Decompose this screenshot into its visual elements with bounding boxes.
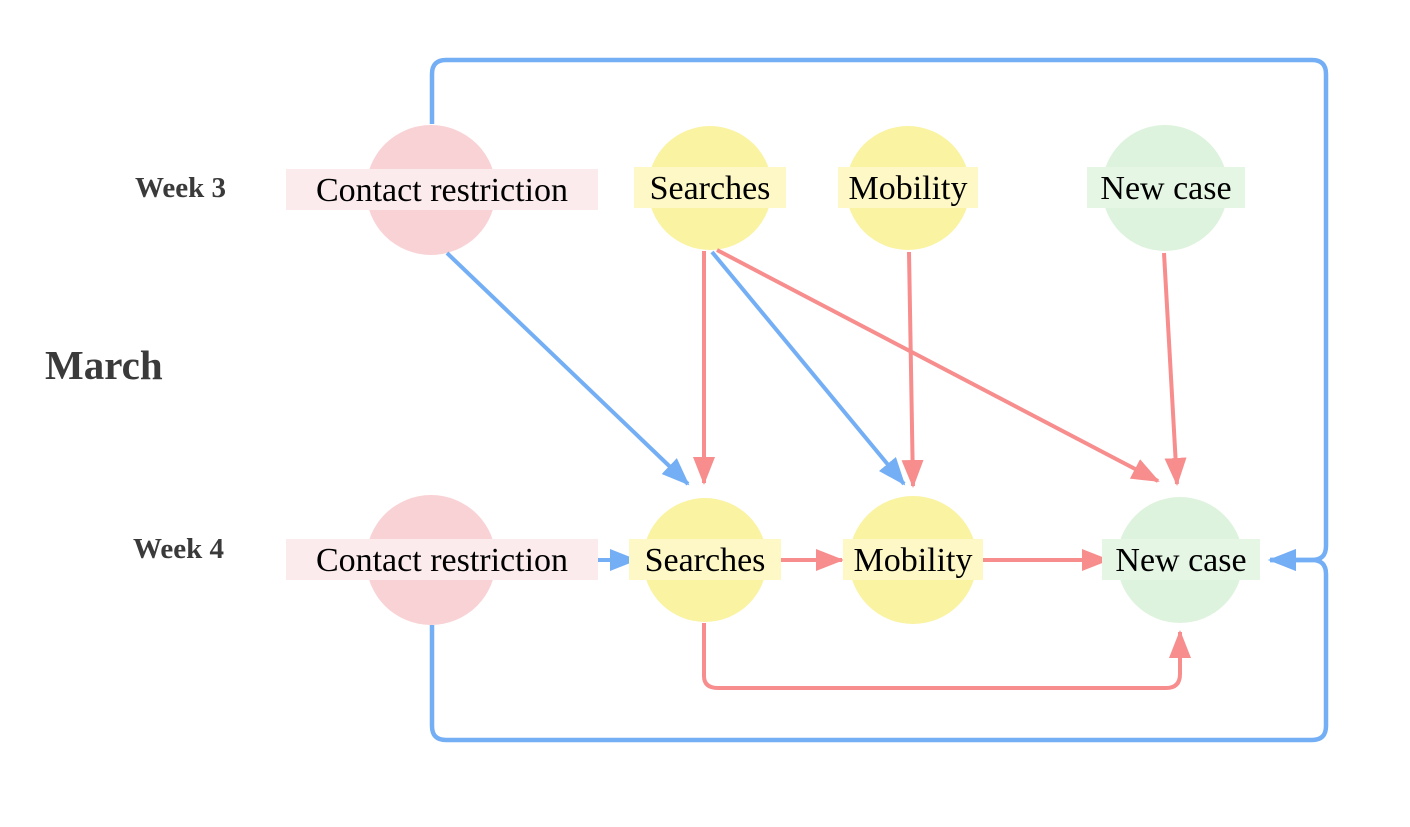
- label-bg-week4-newcase: [1102, 539, 1260, 580]
- node-label-week4-mobility: Mobility: [853, 542, 972, 579]
- edge-week3-newcase-to-week4-newcase: [1162, 252, 1187, 486]
- edge-week4-searches-to-week4-newcase-under: [702, 623, 1191, 690]
- edge-week3-searches-to-week4-newcase: [716, 248, 1160, 483]
- edge-week3-contact-to-week4-newcase-outer-top: [429, 57, 1329, 571]
- label-bg-week3-contact: [286, 169, 598, 210]
- edge-week3-searches-to-week4-mobility: [710, 250, 906, 486]
- node-label-week3-new-case: New case: [1100, 170, 1231, 207]
- row-label-week3: Week 3: [135, 172, 226, 204]
- node-label-week4-contact-restriction: Contact restriction: [316, 542, 568, 579]
- row-label-week4: Week 4: [133, 533, 224, 565]
- label-bg-week3-mobility: [838, 167, 978, 208]
- node-label-week4-searches: Searches: [645, 542, 766, 579]
- label-bg-week4-contact: [286, 539, 598, 580]
- month-label: March: [45, 342, 163, 388]
- edge-week3-contact-to-week4-searches: [445, 251, 690, 486]
- edge-week4-contact-to-week4-newcase-outer-bottom: [429, 549, 1329, 743]
- label-bg-week3-newcase: [1087, 167, 1245, 208]
- node-label-week3-mobility: Mobility: [848, 170, 967, 207]
- node-label-week4-new-case: New case: [1115, 542, 1246, 579]
- label-bg-week3-searches: [634, 167, 786, 208]
- label-bg-week4-mobility: [843, 539, 983, 580]
- label-bg-week4-searches: [629, 539, 781, 580]
- node-label-week3-contact-restriction: Contact restriction: [316, 172, 568, 209]
- edge-week3-mobility-to-week4-mobility: [901, 251, 924, 488]
- node-label-week3-searches: Searches: [650, 170, 771, 207]
